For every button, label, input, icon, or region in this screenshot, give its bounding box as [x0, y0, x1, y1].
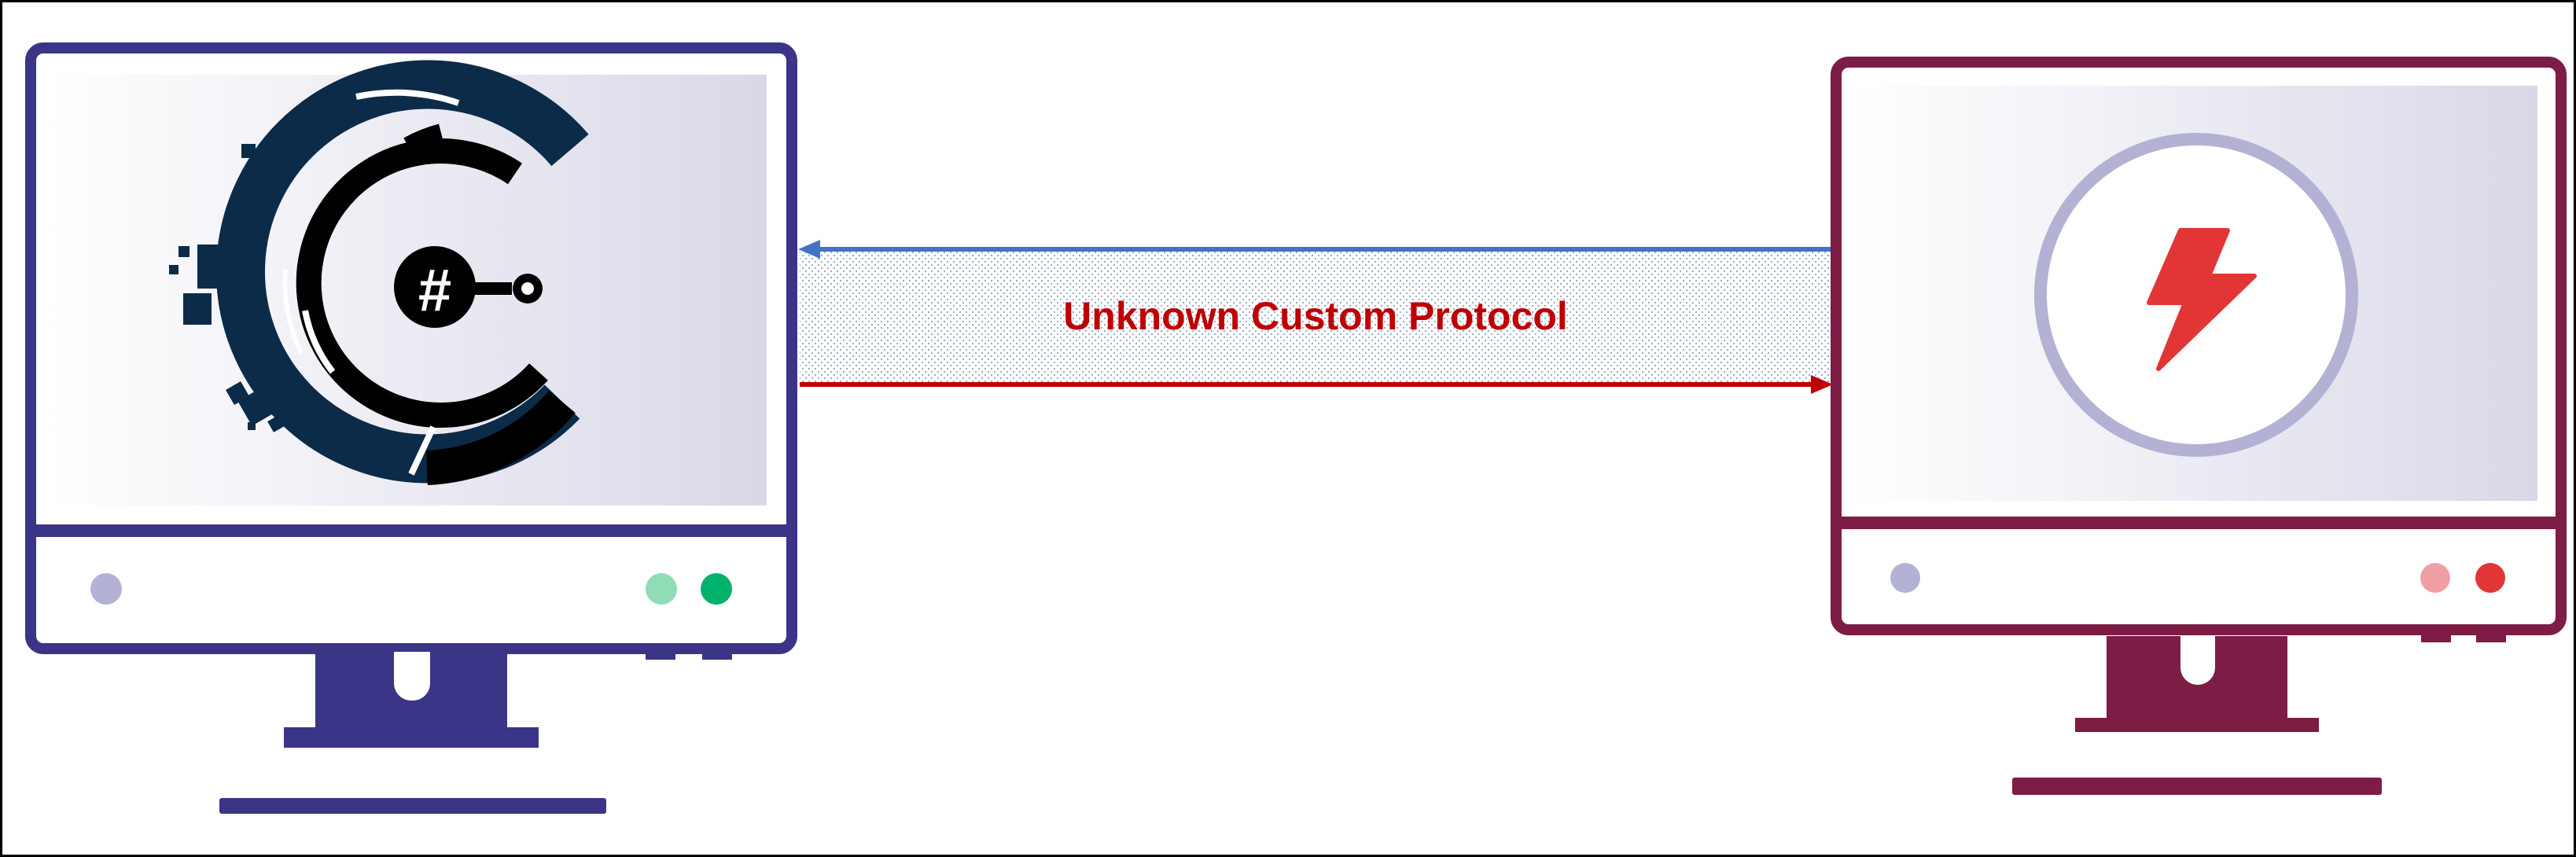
lightning-bolt-icon: [2147, 228, 2257, 371]
request-arrow-head: [1811, 375, 1833, 394]
c-sharp-logo-icon: #: [169, 60, 589, 485]
left-indicator-light-3: [701, 573, 732, 605]
right-monitor-divider: [1836, 517, 2561, 529]
protocol-label: Unknown Custom Protocol: [1063, 294, 1568, 338]
right-indicator-light-3: [2475, 563, 2505, 593]
left-monitor-base: [219, 798, 606, 814]
right-port-2: [2476, 631, 2506, 642]
left-indicator-light-1: [90, 573, 122, 605]
left-stand-notch-cover: [394, 652, 430, 675]
right-indicator-light-1: [1890, 563, 1920, 593]
left-monitor: #: [25, 42, 797, 814]
c-sharp-glyph: #: [418, 257, 451, 324]
right-monitor-base: [2012, 778, 2382, 795]
right-indicator-light-2: [2420, 563, 2450, 593]
right-monitor: [1831, 57, 2567, 795]
left-port-1: [646, 649, 675, 660]
right-stand-notch-cover: [2180, 636, 2215, 660]
response-arrow-head: [798, 240, 820, 259]
left-port-2: [702, 649, 732, 660]
right-port-1: [2421, 631, 2451, 642]
channel-dotted-band: [800, 249, 1831, 383]
left-monitor-divider: [31, 524, 792, 537]
protocol-channel: Unknown Custom Protocol: [798, 240, 1833, 394]
lightning-bolt-logo: [2034, 133, 2358, 457]
left-indicator-light-2: [646, 573, 677, 605]
